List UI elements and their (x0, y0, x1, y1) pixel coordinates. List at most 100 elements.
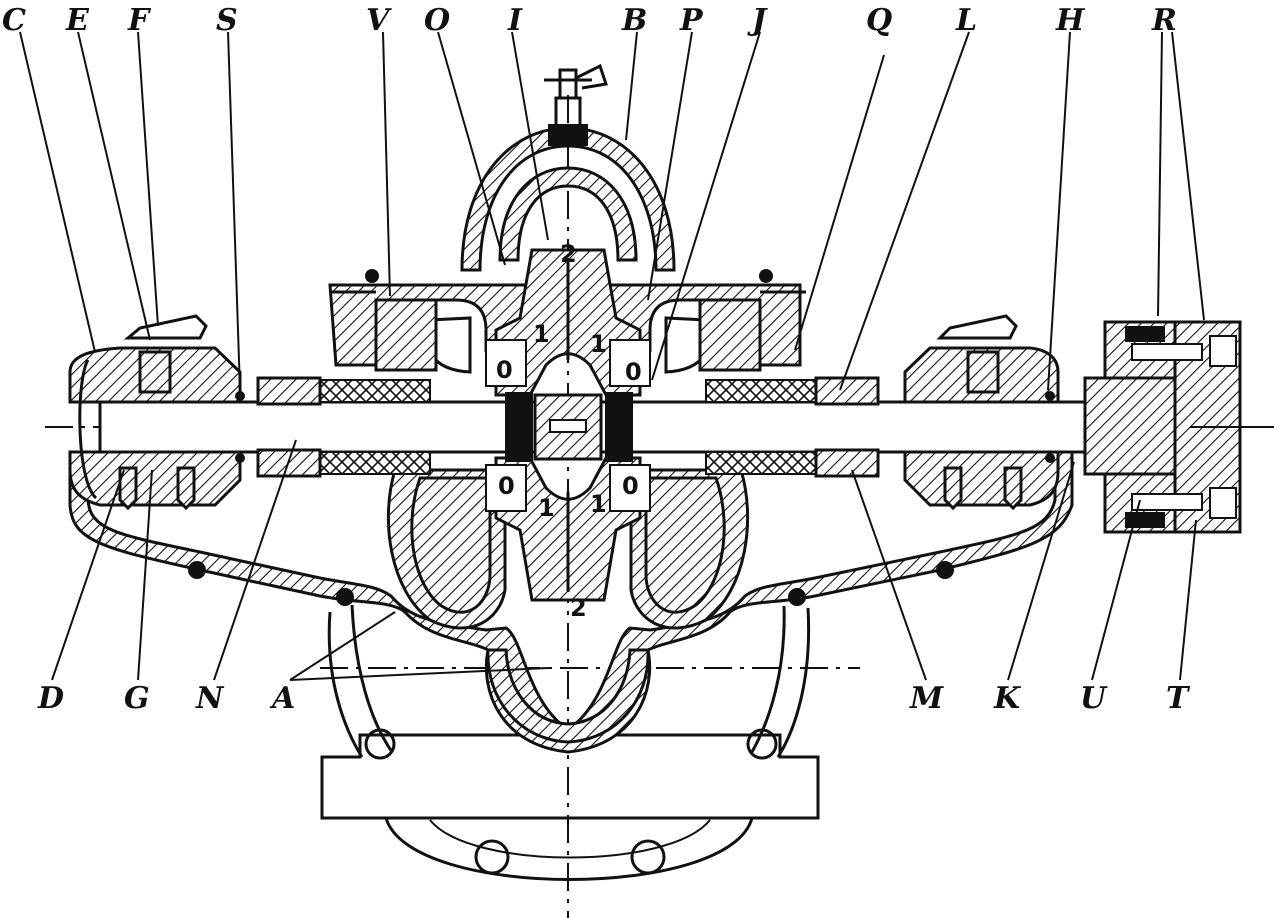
label-E: E (65, 3, 90, 38)
bolt-hole-right (630, 839, 666, 875)
coupling-bolt-upper (1131, 343, 1203, 361)
right-bearing-foot-1 (943, 466, 963, 511)
upper-casing (328, 63, 806, 374)
right-foot-inner (750, 605, 786, 753)
leader-F (137, 31, 159, 327)
right-foot-outer (776, 607, 811, 758)
label-G: G (124, 681, 150, 716)
left-suction-chamber (410, 476, 492, 614)
right-seal-K (1045, 453, 1055, 463)
coupling-bolt-lower (1131, 493, 1203, 511)
label-U: U (1080, 681, 1108, 716)
passage-num-0-ur: 0 (625, 358, 642, 386)
volute-casing-upper-B (460, 126, 676, 272)
passage-num-1-ll: 1 (538, 494, 555, 522)
label-Q: Q (866, 3, 892, 38)
flange-bolt-right (759, 269, 773, 283)
casing-bolt-1 (188, 561, 206, 579)
left-oil-ring-lever (123, 314, 208, 340)
leader-G (137, 469, 153, 681)
right-seal-H (1045, 391, 1055, 401)
left-upper-block (374, 298, 438, 372)
leader-I (511, 31, 549, 241)
bolt-hole-left (474, 839, 510, 875)
label-O: O (424, 3, 450, 38)
base-inner-arc (429, 819, 711, 859)
label-D: D (37, 681, 64, 716)
label-B: B (621, 3, 647, 38)
left-packing-upper (319, 379, 431, 403)
label-L: L (955, 3, 977, 38)
passage-num-1-ur: 1 (590, 330, 607, 358)
label-S: S (216, 3, 238, 38)
leader-R-1 (1157, 31, 1163, 317)
leader-C (19, 31, 96, 353)
base-arc (384, 817, 754, 881)
passage-num-0-ul: 0 (496, 356, 513, 384)
passage-num-0-lr: 0 (622, 472, 639, 500)
left-gland-lower (256, 448, 322, 478)
label-M: M (909, 681, 944, 716)
coupling-half-left (1083, 376, 1177, 476)
left-bearing-foot-1 (118, 466, 138, 511)
right-oil-ring-lever (936, 314, 1018, 340)
leader-J (651, 31, 761, 381)
left-seal-S-lower (235, 453, 245, 463)
label-K: K (993, 681, 1022, 716)
right-bearing (903, 314, 1060, 511)
left-seal-S (235, 391, 245, 401)
label-A: A (269, 681, 295, 716)
label-F: F (127, 3, 152, 38)
label-T: T (1166, 681, 1191, 716)
right-upper-block (698, 298, 762, 372)
coupling-pin-rubber-lower (1125, 512, 1165, 528)
leader-N (213, 439, 297, 681)
left-bearing-base (68, 450, 242, 507)
shaft-assembly (98, 376, 1182, 478)
label-P: P (679, 3, 704, 38)
eye-left-upper (485, 339, 527, 387)
volute-left-chamber-wall (386, 468, 507, 630)
right-packing-lower (705, 451, 817, 475)
leader-Q (794, 54, 885, 351)
left-oil-line (78, 359, 98, 500)
coupling-nut-lower (1209, 487, 1237, 519)
leader-E (77, 31, 151, 341)
label-V: V (366, 3, 392, 38)
hub-nut-right (605, 392, 633, 462)
shaft-key (549, 419, 587, 433)
passage-numbers: 2 1 1 0 0 0 0 1 1 2 (496, 240, 642, 622)
right-gland-lower (814, 448, 880, 478)
top-labels: C E F S V O I B P J Q L H R (2, 3, 1177, 38)
right-suction-chamber (644, 476, 726, 614)
vent-seat (548, 124, 588, 146)
pump-base (320, 604, 820, 881)
passage-num-0-ll: 0 (498, 472, 515, 500)
leader-R-2 (1171, 31, 1205, 321)
casing-bolt-4 (936, 561, 954, 579)
right-foot-pin (746, 728, 778, 760)
eye-right-lower (609, 464, 651, 512)
left-bearing-bush (138, 350, 172, 394)
leader-A-2 (289, 667, 549, 681)
label-I: I (507, 3, 523, 38)
left-packing-lower (319, 451, 431, 475)
leader-O (437, 31, 506, 266)
leader-M (851, 469, 927, 681)
label-N: N (195, 681, 225, 716)
right-bearing-bush (966, 350, 1000, 394)
left-foot-inner (350, 604, 394, 753)
left-foot-pin (364, 728, 396, 760)
discharge-bowl (486, 648, 650, 744)
passage-num-1-lr: 1 (590, 490, 607, 518)
shaft (98, 400, 1182, 454)
label-J: J (747, 3, 768, 38)
coupling (1083, 320, 1274, 534)
leader-A-1 (289, 611, 396, 681)
hub-nut-left (505, 392, 533, 462)
leader-L (839, 31, 970, 391)
right-gland-upper (814, 376, 880, 406)
leader-D (51, 469, 125, 681)
volute-right-chamber-wall (629, 468, 750, 630)
